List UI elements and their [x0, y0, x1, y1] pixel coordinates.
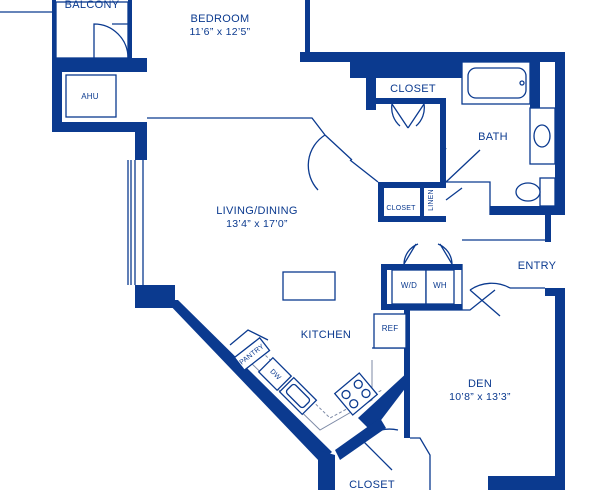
- dishwasher: [257, 356, 293, 392]
- closet-bottom-label: CLOSET: [349, 479, 395, 490]
- water-heater-label: WH: [433, 281, 447, 290]
- wall-den-right: [545, 288, 565, 490]
- dining-table: [282, 271, 336, 301]
- labels: BALCONY BEDROOM 11’6” x 12’5” AHU CLOSET…: [65, 0, 557, 490]
- closet-top-label: CLOSET: [390, 83, 436, 95]
- entry-label: ENTRY: [518, 260, 557, 272]
- wall-kitchen-stub: [335, 418, 386, 460]
- wall-kitchen-right-diag: [358, 370, 410, 432]
- wall-bath-left: [440, 98, 446, 182]
- water-heater: [425, 269, 455, 305]
- door-linen: [445, 187, 463, 201]
- wall-bath-top: [300, 52, 565, 62]
- door-closet-top: [391, 103, 425, 129]
- door-bedroom: [307, 134, 353, 191]
- doors: [93, 23, 511, 471]
- refrigerator: [373, 313, 407, 349]
- kitchen-sink: [278, 376, 318, 416]
- wall-left-corner: [135, 285, 175, 308]
- bedroom-dimensions: 11’6” x 12’5”: [190, 26, 251, 38]
- balcony-label: BALCONY: [65, 0, 120, 11]
- closet-small-label: CLOSET: [386, 205, 416, 212]
- wall-den-bottom: [488, 476, 565, 490]
- wall-closet-bottom: [376, 98, 446, 104]
- wall-bath-bottom: [490, 206, 565, 215]
- linen-label: LINEN: [428, 189, 435, 211]
- living-dining-dimensions: 13’4” x 17’0”: [226, 218, 288, 230]
- wall-kitchen-lower: [318, 450, 335, 490]
- wall-balcony-left: [52, 0, 56, 60]
- fixtures: [65, 61, 556, 416]
- door-balcony: [93, 23, 129, 59]
- kitchen-label: KITCHEN: [301, 329, 351, 341]
- wall-laundry: [381, 264, 462, 310]
- bedroom-label: BEDROOM: [191, 13, 250, 25]
- toilet: [539, 177, 556, 207]
- bath-label: BATH: [478, 131, 508, 143]
- washer-dryer-label: W/D: [401, 281, 417, 290]
- door-closet-bottom: [361, 428, 399, 471]
- wall-kitchen-diagonal: [165, 300, 332, 462]
- wall-closet-top: [350, 60, 462, 110]
- wall-bedroom-bath-top: [300, 0, 350, 60]
- wall-closet-small: [378, 182, 446, 222]
- door-entry: [469, 282, 511, 317]
- wall-bath-right: [530, 52, 565, 215]
- wall-closet-divider: [420, 182, 424, 216]
- wall-entry-right: [545, 215, 551, 242]
- living-dining-label: LIVING/DINING: [216, 205, 298, 217]
- kitchen-range: [333, 372, 379, 416]
- door-bath: [440, 147, 481, 183]
- pantry-box: [233, 336, 271, 372]
- refrigerator-label: REF: [382, 324, 399, 333]
- den-label: DEN: [468, 378, 492, 390]
- door-laundry: [403, 243, 453, 265]
- ahu-label: AHU: [81, 92, 99, 101]
- den-dimensions: 10’8” x 13’3”: [449, 391, 511, 403]
- wall-balcony-post: [128, 0, 132, 60]
- wall-left-upper: [135, 122, 147, 160]
- door-pantry: [229, 329, 269, 346]
- ahu-box: [65, 74, 117, 118]
